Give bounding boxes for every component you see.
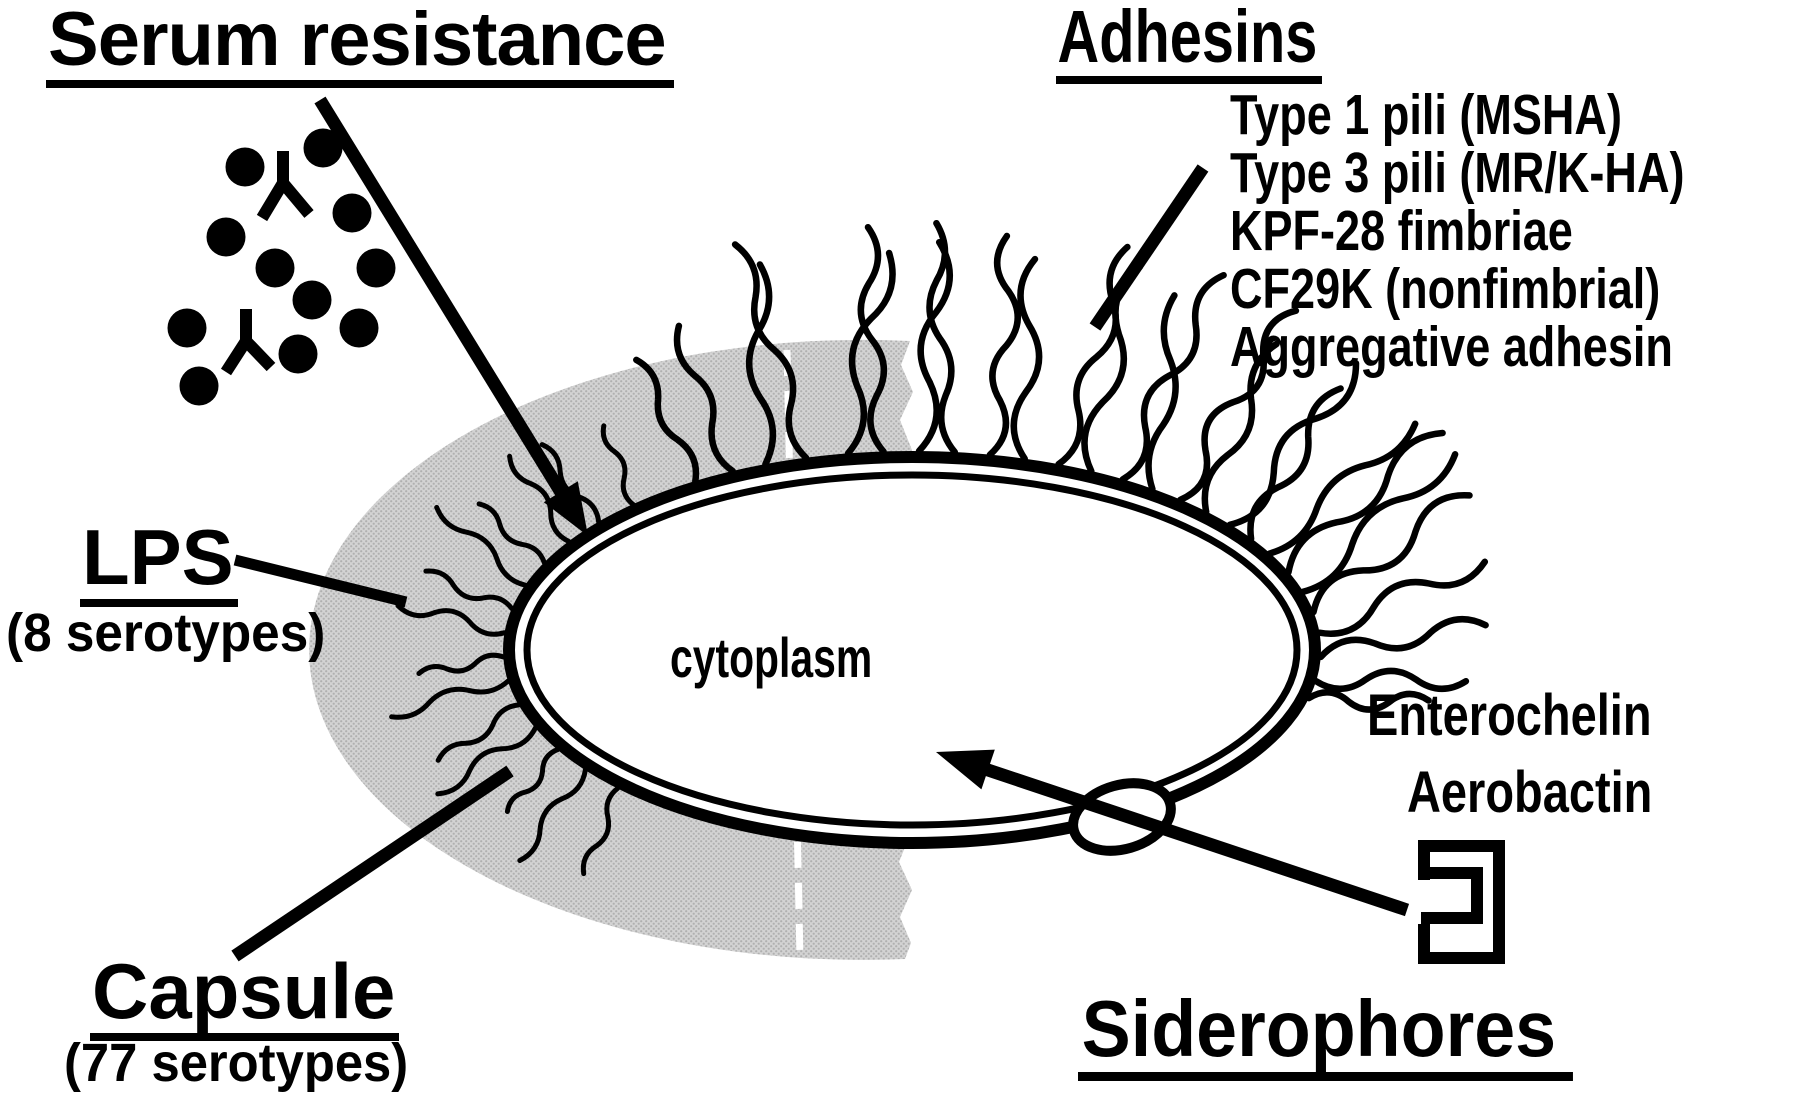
lps-strand-icon [434, 504, 528, 588]
pilus-icon [1305, 689, 1432, 713]
lps-title: LPS [80, 516, 238, 607]
lps-strand-icon [423, 568, 515, 612]
pilus-icon [1201, 340, 1280, 516]
serum-arrow-head-icon [543, 481, 588, 536]
pilus-icon [1299, 451, 1459, 596]
complement-dot-icon [356, 248, 396, 288]
complement-dot-icon [303, 128, 343, 168]
lps-strand-icon [389, 678, 511, 720]
adhesins-item: Type 3 pili (MR/K-HA) [1230, 141, 1685, 205]
siderophore-bracket-icon [1418, 840, 1505, 964]
pilus-icon [1010, 255, 1043, 462]
lps-strand-icon [600, 423, 636, 507]
lps-strand-icon [507, 453, 572, 545]
complement-dot-icon [225, 147, 265, 187]
pilus-icon [1285, 429, 1446, 576]
adhesins-item: Aggregative adhesin [1230, 315, 1673, 379]
lps-serotypes-subtitle: (8 serotypes) [6, 603, 326, 663]
lps-strand-icon [416, 652, 506, 676]
pilus-icon [844, 249, 896, 457]
lps-strand-icon [580, 785, 621, 877]
pilus-icon [673, 322, 736, 475]
pilus-icon [1055, 243, 1131, 468]
adhesins-item: Type 1 pili (MSHA) [1230, 83, 1622, 147]
pilus-icon [1317, 616, 1489, 661]
capsule-title: Capsule [90, 950, 400, 1041]
pilus-icon [1177, 307, 1300, 504]
pilus-icon [1266, 420, 1419, 557]
siderophore-item-enterochelin: Enterochelin [1367, 683, 1652, 748]
pilus-icon [986, 232, 1021, 458]
pilus-icon [1226, 360, 1360, 529]
complement-dot-icon [278, 334, 318, 374]
capsule-serotypes-subtitle: (77 serotypes) [64, 1033, 409, 1093]
complement-dot-icon [255, 248, 295, 288]
adhesins-list: Type 1 pili (MSHA) Type 3 pili (MR/K-HA)… [1230, 86, 1684, 376]
lps-strand-icon [476, 501, 547, 566]
pilus-icon [745, 261, 777, 468]
pilus-icon [731, 241, 810, 462]
siderophore-arrow-shaft [982, 762, 1410, 917]
lps-strands [389, 423, 636, 877]
lps-pointer-line [233, 554, 408, 608]
pilus-icon [633, 356, 700, 485]
pilus-icon [857, 223, 887, 455]
serum-arrow-shaft [314, 96, 568, 498]
adhesins-title: Adhesins [1056, 0, 1323, 85]
siderophore-uptake-arrow [936, 749, 1410, 917]
adhesins-pointer-line [1089, 164, 1209, 331]
complement-dot-icon [332, 193, 372, 233]
lps-strand-icon [395, 603, 508, 637]
cytoplasm-label: cytoplasm [670, 626, 873, 689]
pilus-icon [1145, 292, 1179, 493]
adhesins-item: CF29K (nonfimbrial) [1230, 257, 1661, 321]
lps-strand-icon [435, 702, 522, 763]
lps-strand-icon [539, 442, 602, 525]
siderophore-item-aerobactin: Aerobactin [1407, 760, 1653, 825]
capsule-pointer-line [231, 765, 514, 962]
antibody-icon [256, 151, 314, 222]
pilus-icon [1310, 492, 1473, 616]
complement-dot-icon [292, 280, 332, 320]
siderophore-arrow-head-icon [936, 749, 995, 790]
complement-dot-icon [206, 217, 246, 257]
adhesins-item: KPF-28 fimbriae [1230, 199, 1573, 263]
complement-dot-icon [179, 366, 219, 406]
siderophores-title: Siderophores [1078, 986, 1573, 1081]
serum-resistance-title: Serum resistance [46, 0, 674, 89]
pilus-icon [1312, 667, 1470, 693]
serum-resistance-arrow [314, 96, 588, 536]
pilus-icon [926, 219, 959, 456]
lps-strand-icon [504, 747, 561, 814]
antibody-icon [220, 309, 276, 376]
cell-inner-membrane [523, 471, 1301, 829]
pilus-icon [1247, 385, 1344, 542]
complement-dot-icon [339, 308, 379, 348]
pili-strands [633, 219, 1489, 713]
pilus-icon [1316, 558, 1489, 637]
complement-dot-icon [167, 308, 207, 348]
pilus-icon [1119, 271, 1227, 483]
pilus-icon [915, 238, 953, 455]
antibody-complement-cluster [167, 128, 396, 406]
lps-strand-icon [517, 767, 588, 863]
lps-strand-icon [435, 725, 538, 797]
